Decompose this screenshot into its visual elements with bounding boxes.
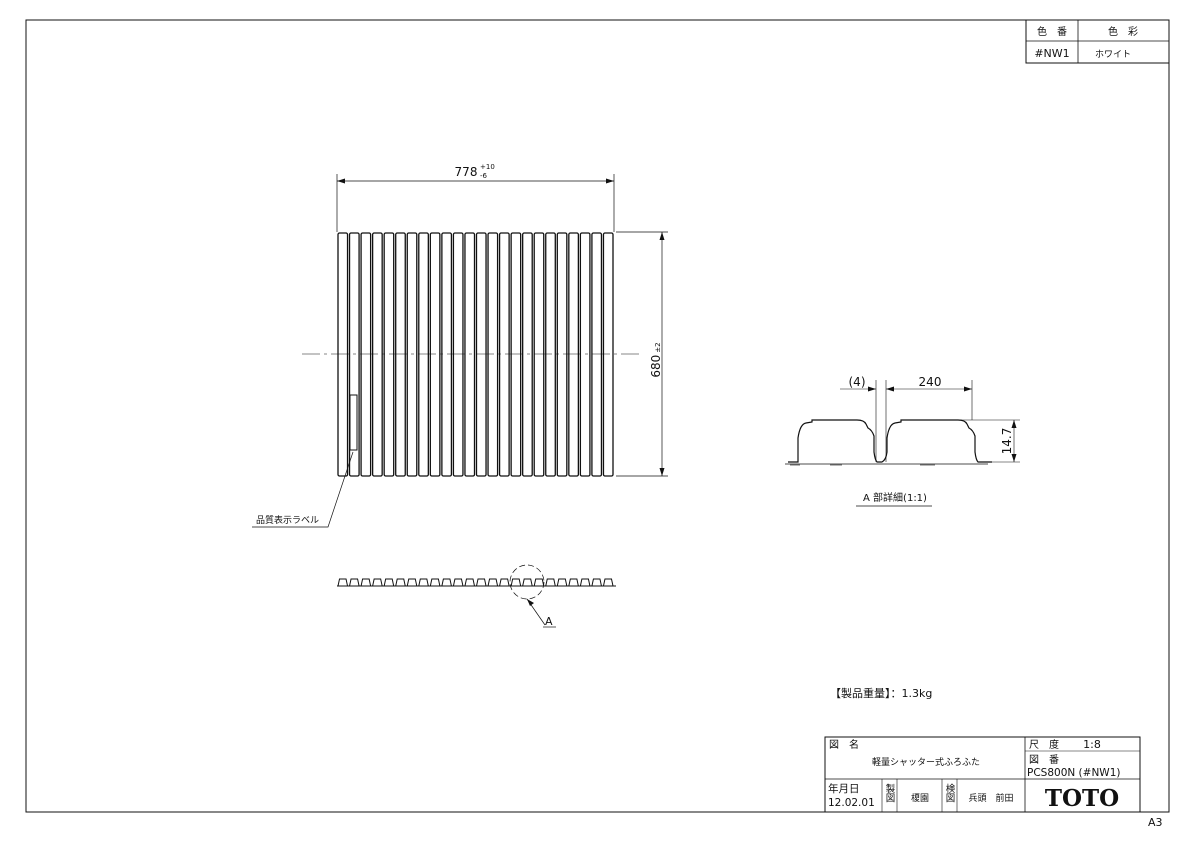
width-tol-plus: +10 [480,163,495,171]
profile-bump [476,578,487,587]
shutter-slat [371,232,383,477]
width-tol-minus: -6 [480,172,488,180]
profile-bump [360,578,372,587]
quality-label-callout: 品質表示ラベル [252,451,354,528]
check-label: 検図 [944,783,956,804]
scale-label: 尺 度 [1029,738,1059,751]
shutter-slat [429,232,441,477]
shutter-slat [406,232,418,477]
color-name-value: ホワイト [1095,49,1131,60]
profile-bump [406,578,418,587]
color-code-value: #NW1 [1034,47,1069,60]
detail-a: (4) 240 14.7 A 部詳細(1:1) [785,375,1020,507]
shutter-slat [568,232,580,477]
detail-height-value: 14.7 [1000,428,1014,455]
width-dimension: 778 +10 -6 [336,163,615,232]
quality-label-rect [349,394,358,451]
sheet-border [25,19,1170,813]
profile-bump [349,578,360,587]
made-by: 榎園 [911,792,929,804]
shutter-slat [556,232,568,477]
profile-bump [545,578,556,587]
profile-bump [487,578,499,587]
profile-bump [372,578,383,587]
shutter-slat [475,232,487,477]
drawing-name-value: 軽量シャッター式ふろふた [872,756,980,768]
sheet-size: A3 [1148,816,1163,829]
shutter-slat [498,232,510,477]
profile-bump [452,578,464,587]
shutter-slat [522,232,533,477]
shutter-slat [360,232,372,477]
shutter-slat [452,232,464,477]
profile-bump [383,578,395,587]
shutter-slat [510,232,522,477]
shutter-slat [348,232,360,477]
color-table: 色 番 色 彩 #NW1 ホワイト [1025,19,1170,64]
plan-view [302,232,640,477]
profile-bump [533,578,545,587]
side-profile: A [337,564,616,628]
profile-bump [499,578,510,587]
detail-pitch-value: 240 [919,375,942,389]
shutter-slat [533,232,545,477]
height-value: 680±2 [649,342,663,377]
shutter-slat [395,232,406,477]
detail-circle-a [509,564,545,600]
drawing-number-label: 図 番 [1029,754,1059,766]
drawing-name-label: 図 名 [829,738,859,751]
drawing-number-value: PCS800N (#NW1) [1027,767,1120,779]
profile-bump [556,578,568,587]
profile-bump [337,578,349,587]
shutter-slat [579,232,591,477]
profile-bump [429,578,441,587]
detail-gap-value: (4) [849,375,866,389]
shutter-slat [418,232,429,477]
shutter-slat [487,232,499,477]
shutter-slat [591,232,603,477]
date-value: 12.02.01 [828,797,875,809]
checked-by: 兵頭 前田 [968,792,1013,804]
profile-bump [568,578,579,587]
profile-bump [418,578,429,587]
made-label: 製図 [884,783,896,804]
profile-bump [602,578,614,587]
color-name-header: 色 彩 [1108,25,1138,38]
profile-bump [591,578,602,587]
color-code-header: 色 番 [1037,25,1067,38]
profile-bump [522,578,533,587]
shutter-slat [337,232,349,477]
height-dimension: 680±2 [616,231,668,477]
section-marker-a: A [545,615,553,628]
profile-bump [510,578,522,587]
shutter-slat [464,232,476,477]
profile-bump [395,578,406,587]
scale-value: 1:8 [1083,738,1101,751]
shutter-slat [545,232,556,477]
profile-bump [579,578,591,587]
shutter-slat [441,232,453,477]
title-block: 図 名 軽量シャッター式ふろふた 尺 度 1:8 図 番 PCS800N (#N… [824,736,1141,813]
profile-bump [464,578,475,587]
company-logo: TOTO [1045,785,1119,812]
detail-caption: A 部詳細(1:1) [863,491,927,504]
quality-label-text: 品質表示ラベル [256,514,319,526]
shutter-slat [383,232,395,477]
profile-bump [441,578,452,587]
product-weight: 【製品重量】：1.3kg [830,686,932,700]
date-label: 年月日 [828,782,860,795]
shutter-slat [602,232,614,477]
width-value: 778 [455,165,478,179]
